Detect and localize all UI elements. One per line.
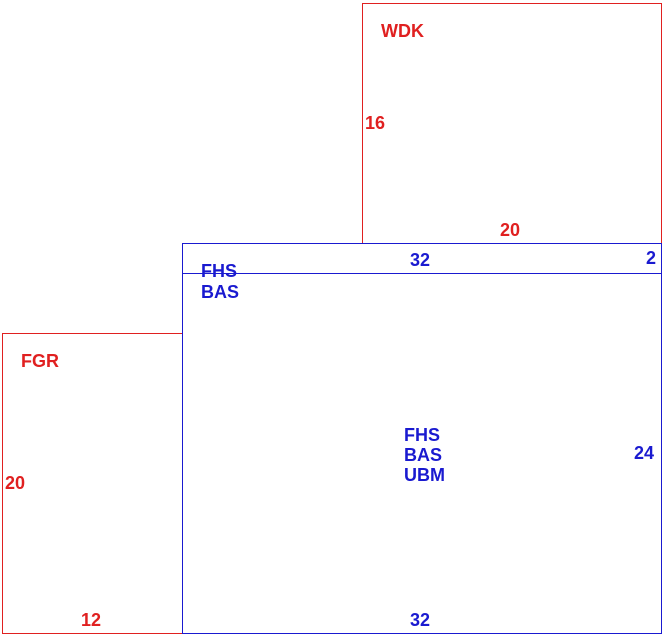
fgr-height-label: 20 <box>5 473 26 493</box>
fgr-width-label: 12 <box>81 610 102 630</box>
strip-name-line2: BAS <box>201 282 240 302</box>
main-area <box>182 273 662 634</box>
main-name-line1: FHS <box>404 425 440 445</box>
wdk-width-label: 20 <box>500 220 521 240</box>
wdk-height-label: 16 <box>365 113 386 133</box>
strip-height-label: 2 <box>646 248 657 268</box>
main-height-label: 24 <box>634 443 655 463</box>
strip-width-label: 32 <box>410 250 431 270</box>
main-width-label: 32 <box>410 610 431 630</box>
wdk-name-label: WDK <box>381 21 424 41</box>
main-name-line3: UBM <box>404 465 445 485</box>
strip-name-line1: FHS <box>201 261 237 281</box>
fgr-name-label: FGR <box>21 351 59 371</box>
fgr-area <box>2 333 183 634</box>
main-name-line2: BAS <box>404 445 443 465</box>
